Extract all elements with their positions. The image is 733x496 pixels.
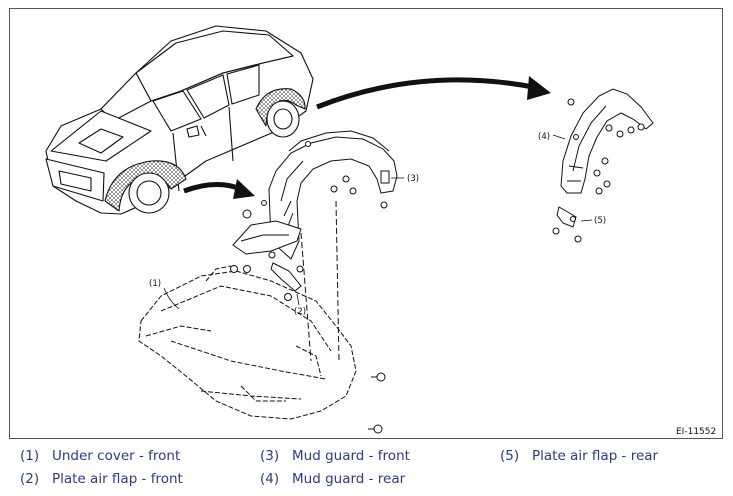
callout-1: (1) (149, 279, 161, 289)
fasteners-front (230, 141, 388, 434)
callout-5: (5) (594, 216, 606, 226)
pointer-arrow-rear (316, 76, 551, 110)
plate-air-flap-front (232, 220, 302, 292)
callout-2: (2) (294, 307, 306, 317)
legend-label: Plate air flap - front (52, 471, 183, 487)
legend: (1) Under cover - front (2) Plate air flap… (0, 444, 733, 496)
legend-item-2: (2) Plate air flap - front (20, 471, 183, 487)
plate-air-flap-rear (552, 206, 582, 243)
fasteners-rear (567, 98, 645, 195)
legend-label: Plate air flap - rear (532, 448, 659, 464)
legend-label: Mud guard - rear (292, 471, 406, 487)
legend-num: (2) (20, 471, 40, 487)
legend-item-1: (1) Under cover - front (20, 448, 180, 464)
legend-label: Mud guard - front (292, 448, 410, 464)
callout-3: (3) (407, 174, 419, 184)
figure-id: EI-11552 (676, 427, 716, 437)
legend-num: (1) (20, 448, 40, 464)
car-illustration (45, 25, 314, 215)
pointer-arrow-front (183, 179, 255, 199)
mud-guard-front (268, 130, 398, 260)
mud-guard-rear (560, 88, 654, 194)
parts-diagram: (1) (2) (3) (4) (5) EI-11552 (45, 25, 716, 437)
figure-frame: (1) (2) (3) (4) (5) EI-11552 (9, 8, 723, 439)
leader-lines (163, 134, 593, 310)
legend-label: Under cover - front (52, 448, 181, 464)
legend-item-3: (3) Mud guard - front (260, 448, 410, 464)
under-cover-front (138, 265, 357, 420)
legend-num: (4) (260, 471, 280, 487)
legend-num: (5) (500, 448, 520, 464)
legend-item-4: (4) Mud guard - rear (260, 471, 405, 487)
legend-num: (3) (260, 448, 280, 464)
callout-4: (4) (538, 132, 550, 142)
legend-item-5: (5) Plate air flap - rear (500, 448, 658, 464)
